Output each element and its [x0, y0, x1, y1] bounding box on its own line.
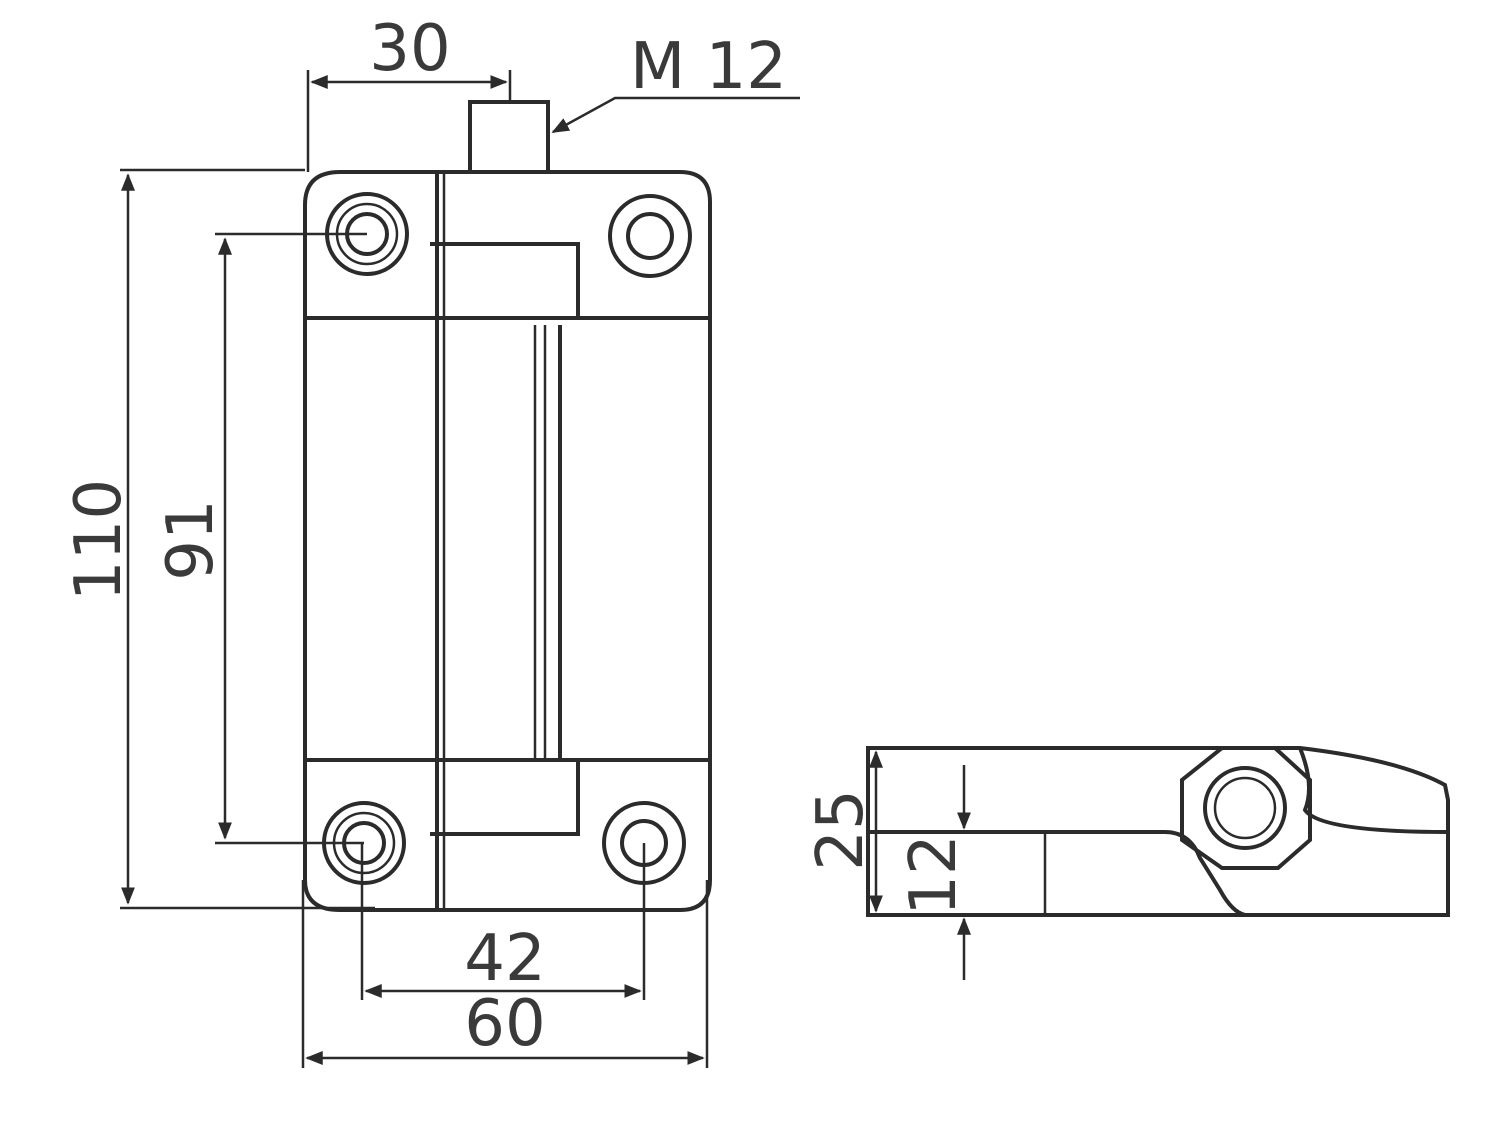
hinge-body-outline: [303, 170, 712, 912]
hex-nut-bore: [1203, 766, 1287, 850]
side-step-line: [868, 830, 1246, 917]
dimension-side-height: 25: [804, 789, 878, 870]
dimension-hole-spacing-horizontal: 42: [464, 922, 545, 996]
side-view-dimensions: 25 12: [804, 750, 971, 980]
dimension-hole-spacing-vertical: 91: [154, 499, 228, 580]
dimension-top-width: 30: [369, 12, 450, 86]
dimension-total-width: 60: [464, 987, 545, 1061]
mounting-hole-top-right: [608, 194, 692, 278]
bottom-knuckle: [430, 758, 580, 836]
threaded-pin: [468, 100, 550, 174]
side-upper-contour: [1298, 747, 1449, 834]
hex-nut: [1180, 746, 1312, 870]
dimension-side-inner-height: 12: [897, 834, 971, 915]
front-view: [303, 100, 712, 912]
side-view: [866, 746, 1450, 917]
top-knuckle: [430, 242, 580, 320]
front-view-dimensions: 30 M 12 110 91 42 60: [62, 12, 800, 1068]
hex-nut-bore-inner: [1213, 776, 1277, 840]
thread-spec-label: M 12: [630, 30, 787, 104]
dimension-total-height: 110: [62, 479, 136, 601]
side-body-outline: [866, 746, 1450, 917]
